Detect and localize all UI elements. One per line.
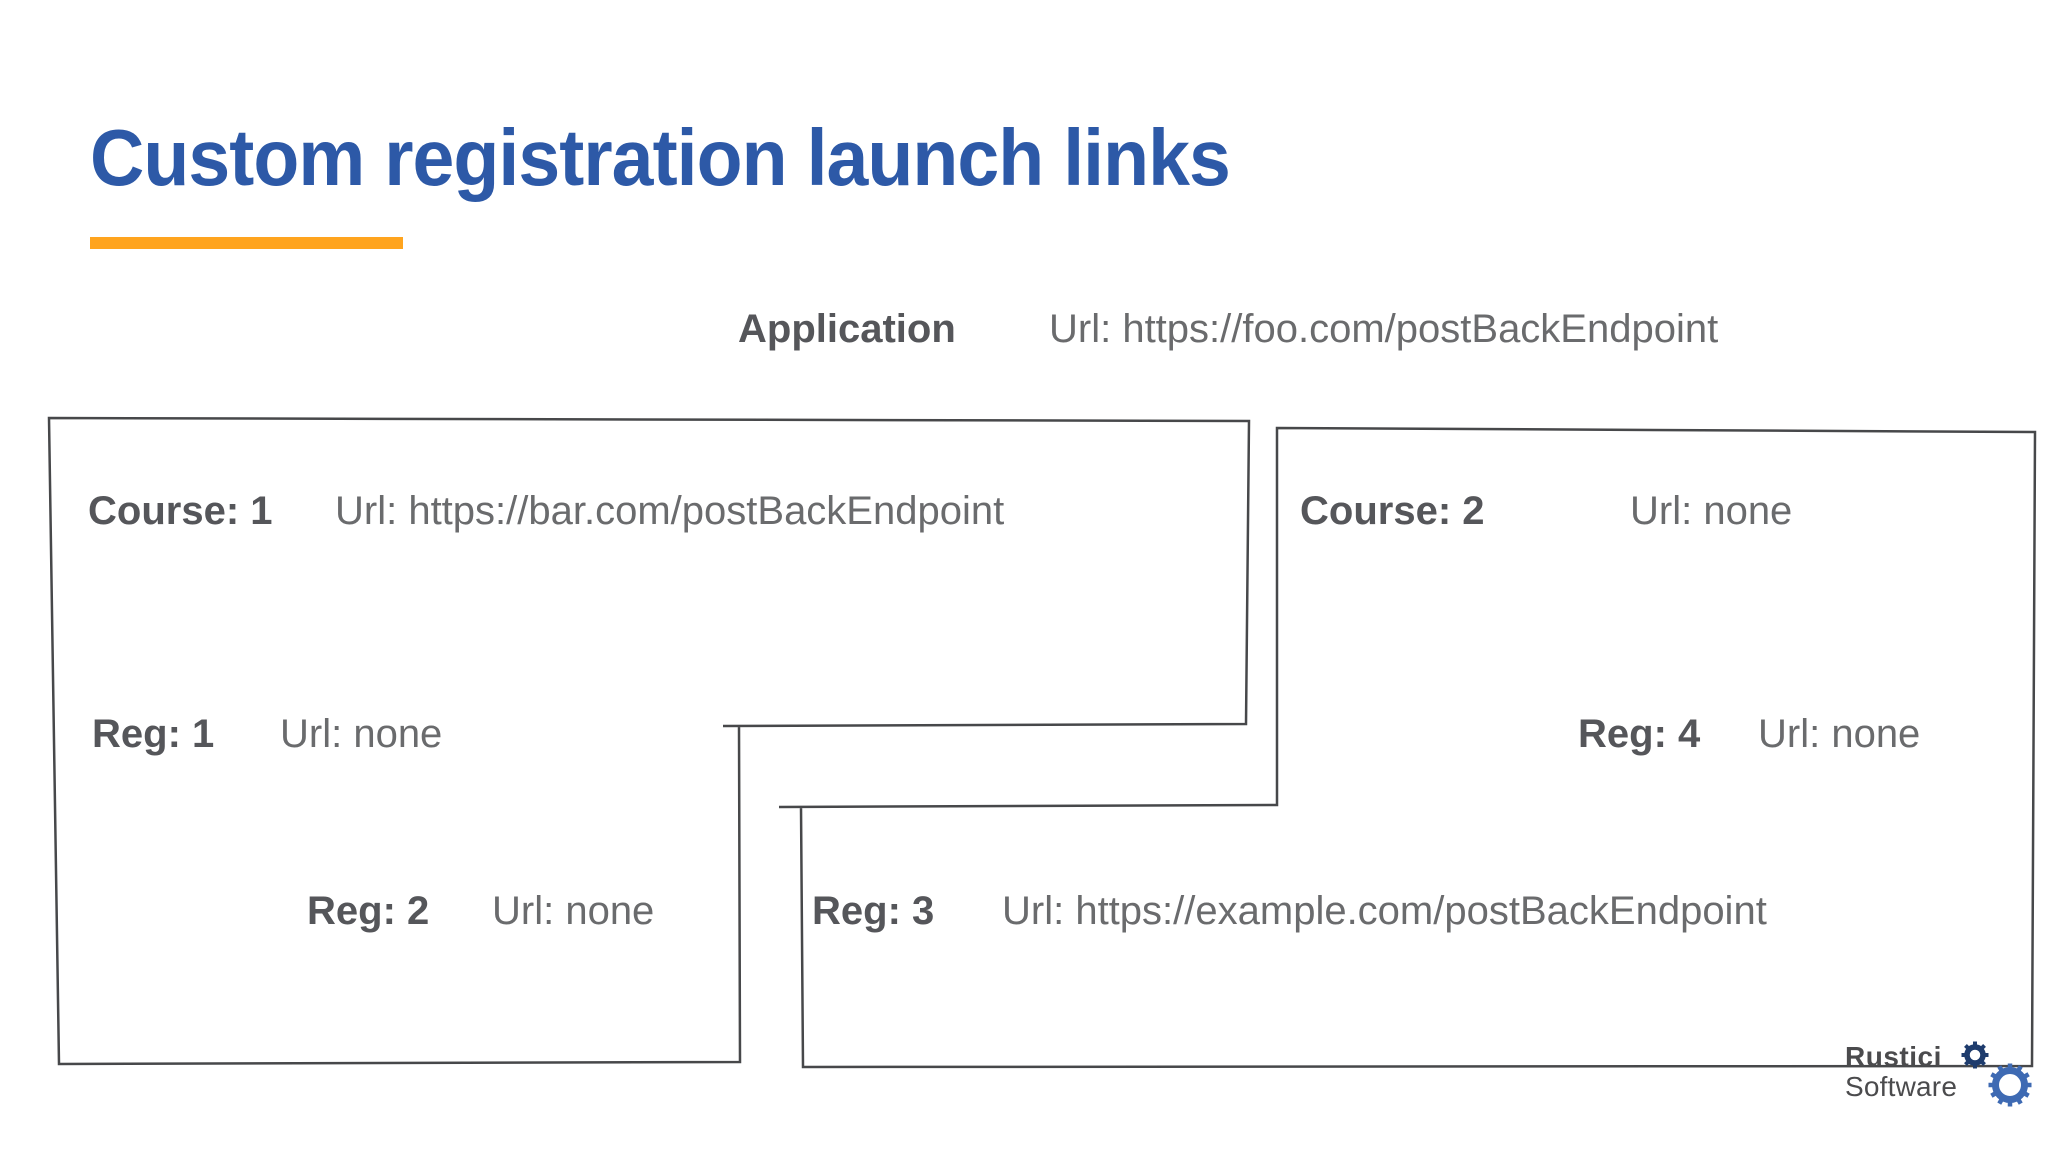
title-underline	[90, 237, 403, 249]
reg-4-url: Url: none	[1758, 712, 1921, 756]
reg-3-url: Url: https://example.com/postBackEndpoin…	[1002, 889, 1767, 933]
course-1-label: Course: 1	[88, 489, 273, 533]
page-title: Custom registration launch links	[90, 113, 1231, 202]
reg-2-url: Url: none	[492, 889, 655, 933]
reg-2-label: Reg: 2	[307, 889, 430, 933]
rustici-logo-software: Software	[1845, 1071, 1958, 1102]
reg-3-label: Reg: 3	[812, 889, 935, 933]
course-2-box	[778, 426, 2037, 1069]
reg-1-url: Url: none	[280, 712, 443, 756]
course-2-url: Url: none	[1630, 489, 1793, 533]
course-1-url: Url: https://bar.com/postBackEndpoint	[335, 489, 1005, 533]
application-url: Url: https://foo.com/postBackEndpoint	[1049, 307, 1719, 351]
rustici-logo: Rustici Software	[1845, 1042, 1957, 1102]
small-gear-icon	[1961, 1041, 1989, 1069]
reg-1-label: Reg: 1	[92, 712, 215, 756]
course-1-box	[47, 416, 1251, 1066]
course-2-label: Course: 2	[1300, 489, 1485, 533]
large-gear-icon	[1988, 1063, 2032, 1107]
application-label: Application	[738, 307, 956, 351]
reg-4-label: Reg: 4	[1578, 712, 1701, 756]
rustici-logo-name: Rustici	[1845, 1041, 1942, 1072]
gears-icon	[1961, 1041, 2032, 1107]
